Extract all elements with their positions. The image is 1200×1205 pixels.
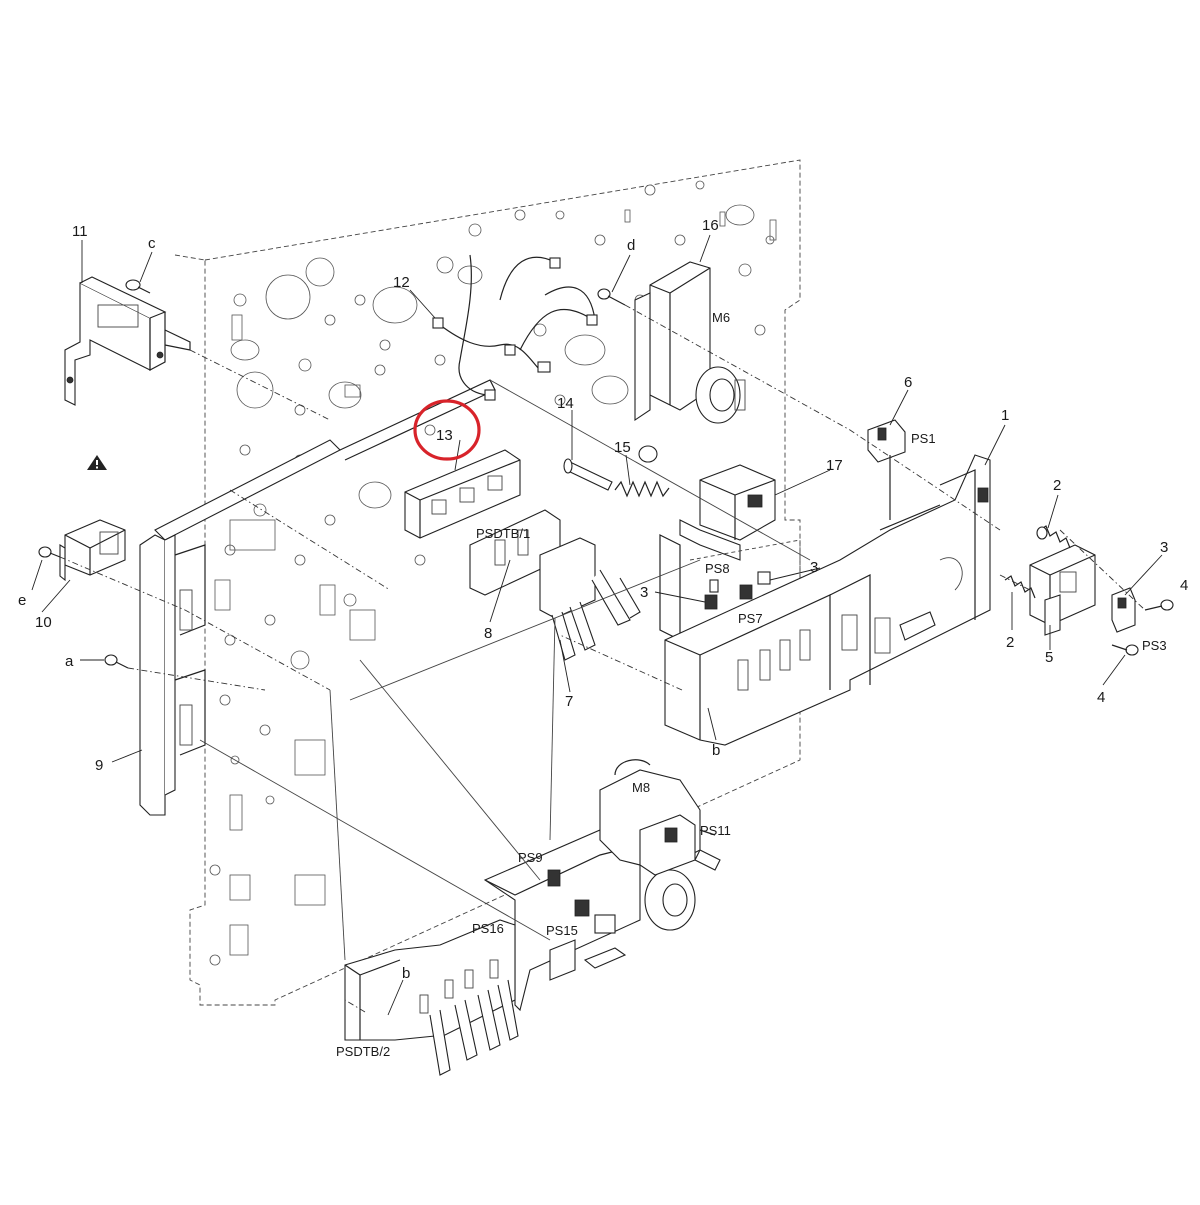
screw-a (104, 654, 129, 669)
label-14: 14 (557, 395, 574, 412)
label-m8: M8 (632, 780, 650, 795)
sensor-ps3 (1111, 587, 1136, 633)
part-13-connector-holder (404, 449, 521, 539)
label-4-upper: 4 (1180, 577, 1188, 594)
label-4-lower: 4 (1097, 689, 1105, 706)
leader-lines (31, 234, 1163, 1016)
part-5-holder (1029, 544, 1096, 636)
part-9-side-bracket (139, 379, 496, 816)
label-3-mid: 3 (810, 559, 818, 576)
label-1: 1 (1001, 407, 1009, 424)
screw-d (597, 288, 626, 306)
label-ps1: PS1 (911, 431, 936, 446)
label-16: 16 (702, 217, 719, 234)
label-6: 6 (904, 374, 912, 391)
label-d: d (627, 237, 635, 254)
part-12-harness (432, 254, 598, 401)
label-2-upper: 2 (1053, 477, 1061, 494)
label-a: a (65, 653, 74, 670)
label-17: 17 (826, 457, 843, 474)
label-7: 7 (565, 693, 573, 710)
label-psdtb2: PSDTB/2 (336, 1044, 390, 1059)
label-10: 10 (35, 614, 52, 631)
label-2-lower: 2 (1006, 634, 1014, 651)
label-ps11: PS11 (700, 823, 731, 838)
sensor-ps7 (739, 571, 771, 600)
label-e: e (18, 592, 26, 609)
highlight-circle (413, 399, 481, 461)
part-2-spring-upper (1036, 525, 1071, 549)
label-psdtb1: PSDTB/1 (476, 526, 530, 541)
part-7-guide (539, 537, 641, 661)
label-b-lower: b (402, 965, 410, 982)
label-3-left: 3 (640, 584, 648, 601)
label-ps7: PS7 (738, 611, 763, 626)
label-ps15: PS15 (546, 923, 578, 938)
label-c: c (148, 235, 156, 252)
label-ps9: PS9 (518, 850, 543, 865)
label-13: 13 (436, 427, 453, 444)
label-9: 9 (95, 757, 103, 774)
psdtb2-bracket (344, 919, 519, 1076)
label-5: 5 (1045, 649, 1053, 666)
part-14-shaft (563, 458, 613, 491)
warning-triangle-icon (87, 455, 107, 470)
label-m6: M6 (712, 310, 730, 325)
label-ps8: PS8 (705, 561, 730, 576)
frame-panel (174, 159, 801, 1006)
label-3-right: 3 (1160, 539, 1168, 556)
callout-labels: 11 c 12 d 16 M6 13 14 15 17 6 PS1 1 2 3 … (18, 217, 1188, 1059)
label-b-upper: b (712, 742, 720, 759)
part-1-main-bracket (664, 454, 991, 746)
screw-c (125, 279, 151, 294)
label-12: 12 (393, 274, 410, 291)
part-11-bracket (64, 276, 191, 406)
part-15-spring (614, 445, 670, 498)
part-6-sensor-ps1 (867, 419, 906, 520)
screw-e (38, 546, 61, 558)
label-ps3: PS3 (1142, 638, 1167, 653)
part-10-bracket (59, 519, 126, 582)
part-2-spring-lower (1004, 575, 1036, 599)
label-8: 8 (484, 625, 492, 642)
lower-assembly (483, 759, 721, 1012)
sensor-ps8 (704, 579, 719, 610)
label-11: 11 (72, 223, 88, 240)
part-4-screws (1111, 599, 1174, 656)
assembly-lines (59, 304, 1146, 1013)
part-16-motor-m6 (634, 261, 746, 424)
label-15: 15 (614, 439, 631, 456)
label-ps16: PS16 (472, 921, 504, 936)
